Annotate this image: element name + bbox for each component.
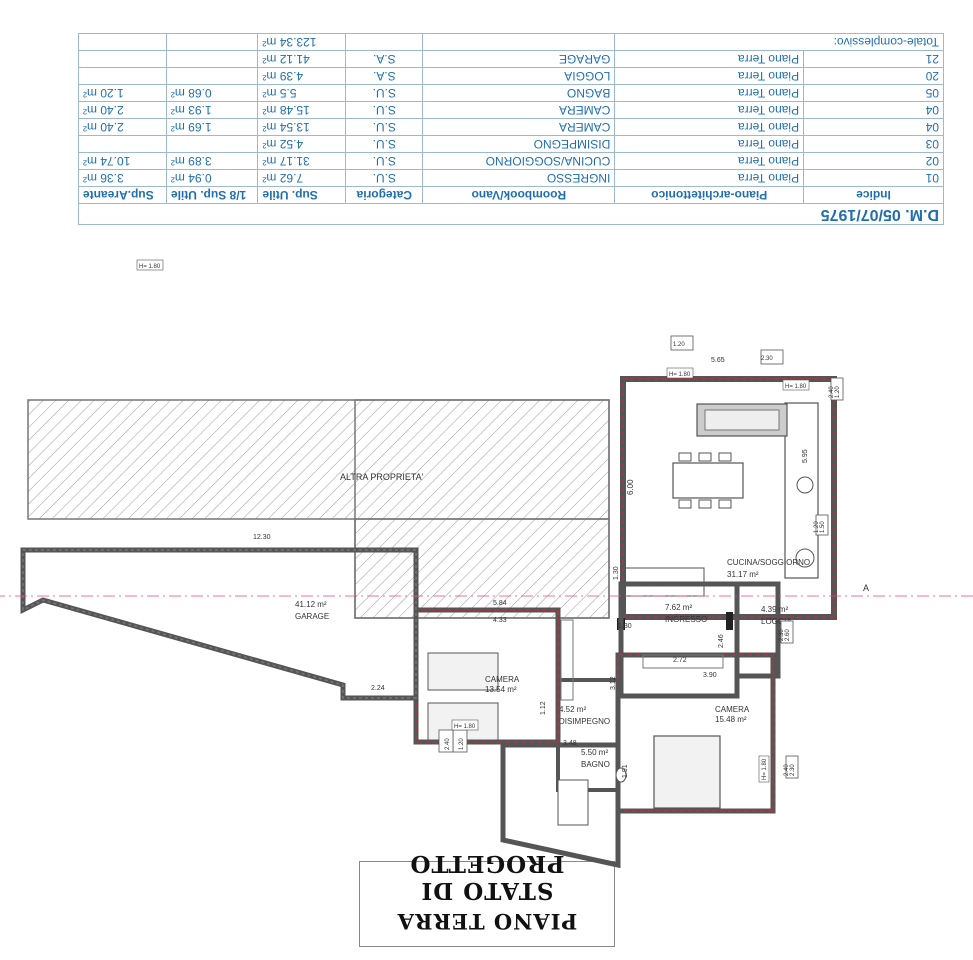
living-room-label: CUCINA/SOGGIORNO: [727, 558, 810, 567]
dim-2-24: 2.24: [371, 685, 385, 692]
dim-3-48: 3.48: [563, 740, 577, 747]
window-height-tag: H= 1.80: [139, 264, 161, 270]
window-tag: 1.20: [814, 521, 820, 533]
camera1-area: 13.54 m²: [485, 685, 517, 694]
living-kitchen-room: CUCINA/SOGGIORNO 31.17 m² 6.00 5.65 5.95: [617, 357, 837, 630]
bath-label: BAGNO: [581, 760, 610, 769]
section-mark: A: [863, 583, 869, 593]
window-tag: 2.60: [785, 629, 791, 641]
window-tag: 1.20: [673, 342, 685, 348]
dim-12-30: 12.30: [253, 534, 271, 541]
dim-5-84: 5.84: [493, 600, 507, 607]
window-height-tag: H= 1.80: [669, 372, 691, 378]
garage-label: GARAGE: [295, 612, 329, 621]
dim-5-65: 5.65: [711, 357, 725, 364]
hall-area: 4.52 m²: [559, 705, 586, 714]
entry-label: INGRESSO: [665, 615, 707, 624]
double-bed: [653, 735, 721, 809]
shower-tray: [557, 779, 589, 826]
dim-2-72: 2.72: [673, 657, 687, 664]
bath-area: 5.50 m²: [581, 748, 608, 757]
camera2-area: 15.48 m²: [715, 715, 747, 724]
window-tag: 2.30: [761, 356, 773, 362]
dim-6-00: 6.00: [626, 479, 635, 495]
window-height-tag: H= 1.80: [785, 384, 807, 390]
dim-5-95: 5.95: [802, 449, 809, 463]
dim-1-12: 1.12: [540, 701, 547, 715]
garage-room: GARAGE 41.12 m² 2.24 12.30 ALTRA PROPRIE…: [20, 472, 424, 701]
garage-area: 41.12 m²: [295, 600, 327, 609]
living-room-area: 31.17 m²: [727, 570, 759, 579]
dim-1-30-b: 1.30: [613, 566, 620, 580]
camera-15-room: CAMERA 15.48 m² 3.90: [615, 652, 776, 814]
other-property-area: [27, 399, 610, 619]
camera-13-room: CAMERA 13.54 m² 4.33 5.84: [413, 600, 574, 745]
entry-loggia-block: INGRESSO 7.62 m² LOGGIA 4.39 m² 2.72 2.4…: [613, 566, 792, 699]
dining-table: [672, 462, 744, 499]
window-height-tag: H= 1.80: [762, 758, 768, 780]
single-bed: [427, 652, 499, 691]
window-tag: 2.40: [445, 738, 451, 750]
dim-3-12: 3.12: [610, 676, 617, 690]
camera1-label: CAMERA: [485, 675, 520, 684]
camera2-label: CAMERA: [715, 705, 750, 714]
window-height-tag: H= 1.80: [454, 724, 476, 730]
loggia-area: 4.39 m²: [761, 605, 788, 614]
dim-2-46: 2.46: [718, 634, 725, 648]
loggia-label: LOGGIA: [761, 617, 792, 626]
window-tag: 2.40: [784, 764, 790, 776]
window-tag: 1.50: [820, 521, 826, 533]
window-tag: 2.30: [790, 764, 796, 776]
dim-1-30: 1.30: [618, 623, 632, 630]
kitchen-counter: [784, 402, 819, 579]
dim-3-90: 3.90: [703, 672, 717, 679]
hall-bath-block: DISIMPEGNO 4.52 m² BAGNO 5.50 m² 3.12 1.…: [500, 676, 629, 869]
entry-area: 7.62 m²: [665, 603, 692, 612]
window-tag: 2.40: [829, 386, 835, 398]
window-tags: 1.20 2.40 2.60 2.30 2.30 2.40 1.50 1.20 …: [136, 259, 844, 783]
dim-4-33: 4.33: [493, 617, 507, 624]
dim-1-91: 1.91: [622, 764, 629, 778]
other-property-label: ALTRA PROPRIETA': [340, 472, 424, 482]
window-tag: 1.20: [835, 386, 841, 398]
hall-label: DISIMPEGNO: [559, 717, 610, 726]
window-tag: 1.20: [459, 738, 465, 750]
window-tag: 2.30: [779, 629, 785, 641]
